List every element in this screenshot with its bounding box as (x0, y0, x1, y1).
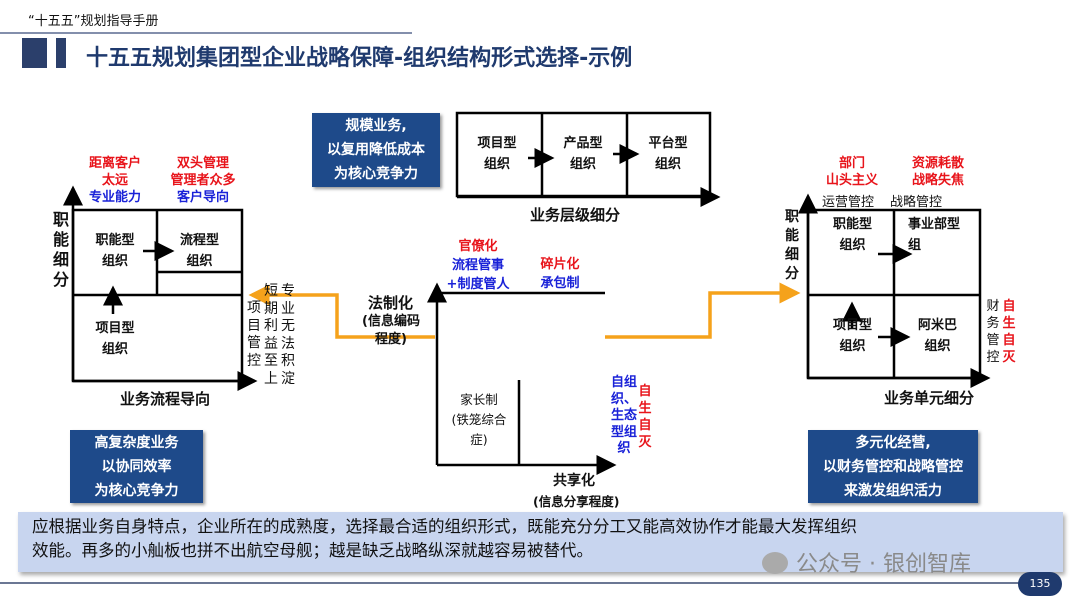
right-side-finance: 财务管控 (986, 299, 1000, 365)
mid-x-sub: (信息分享程度) (533, 494, 620, 509)
left-top2-note: 双头管理管理者众多客户导向 (170, 156, 236, 205)
left-top1-note: 距离客户太远专业能力 (88, 156, 141, 205)
cell-functional-org: 职能型组织 (95, 233, 135, 269)
left-side-note-1: 项目管控 (247, 300, 261, 369)
left-side-note-2: 短期利益至上 (264, 283, 278, 387)
cell-platform-org: 平台型组织 (648, 136, 688, 172)
top-summary-box: 规模业务,以复用降低成本为核心竞争力 (312, 113, 440, 187)
right-ctrl2: 战略管控 (890, 195, 943, 210)
page-number-badge: 135 (1018, 572, 1062, 596)
doc-title: “十五五”规划指导手册 (28, 14, 159, 29)
cell-functional-org-right: 职能型组织 (832, 217, 872, 253)
watermark: 公众号 · 银创智库 (762, 546, 971, 578)
right-x-axis-label: 业务单元细分 (884, 389, 975, 407)
right-ctrl1: 运营管控 (822, 195, 875, 210)
cell-division-org: 事业部型组 (908, 217, 961, 253)
mid-y-sub: (信息编码程度) (362, 314, 420, 347)
mid-bottom-left-note: 家长制(铁笼综合症) (451, 392, 507, 447)
top-x-axis-label: 业务层级细分 (530, 206, 621, 224)
right-side-red: 自生自灭 (1002, 299, 1016, 365)
wechat-icon (762, 552, 788, 574)
mid-bottom-right-blue: 自组织、生态型组织 (610, 375, 637, 456)
right-summary-box: 多元化经营,以财务管控和战略管控来激发组织活力 (808, 430, 978, 503)
left-summary-box: 高复杂度业务以协同效率为核心竞争力 (70, 430, 203, 503)
mid-y-label: 法制化 (368, 294, 414, 312)
cell-process-org: 流程型组织 (179, 233, 219, 269)
cell-product-org: 产品型组织 (563, 136, 603, 172)
left-y-axis-label: 职能细分 (52, 210, 69, 289)
mid-top-left-note: 官僚化流程管事+制度管人 (446, 239, 510, 292)
cell-project-org-top: 项目型组织 (477, 136, 517, 172)
left-side-note-3: 专业无法积淀 (281, 283, 295, 387)
mid-x-label: 共享化 (553, 473, 595, 489)
right-y-axis-label: 职能细分 (785, 209, 799, 282)
right-top2-note: 资源耗散战略失焦 (911, 156, 964, 188)
summary-box: 应根据业务自身特点，企业所在的成熟度，选择最合适的组织形式，既能充分分工又能高效… (18, 512, 1063, 572)
right-top1-note: 部门山头主义 (825, 156, 878, 188)
left-x-axis-label: 业务流程导向 (120, 390, 211, 408)
cell-project-org: 项目型组织 (95, 321, 135, 357)
page-title: 十五五规划集团型企业战略保障-组织结构形式选择-示例 (86, 46, 633, 71)
mid-bottom-right-red: 自生自灭 (638, 384, 652, 450)
cell-project-org-right: 项目型组织 (832, 318, 872, 354)
mid-top-right-note: 碎片化承包制 (540, 257, 580, 291)
cell-amoeba-org: 阿米巴组织 (917, 318, 957, 354)
